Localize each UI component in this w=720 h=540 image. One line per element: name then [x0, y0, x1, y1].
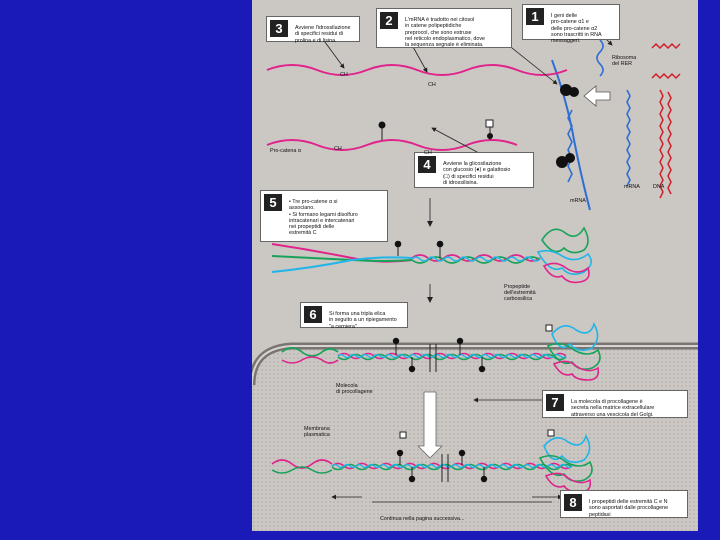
step-5-box: 5 • Tre pro-catene α si associano. • Si f…: [260, 190, 388, 242]
procollagen-molecule-extracellular: [271, 429, 593, 493]
label-dna: DNA: [653, 184, 665, 190]
glucose-marker: [378, 121, 386, 129]
step-4-text: Avviene la glicosilazione con glucosio (…: [443, 161, 511, 186]
label-ch-3: CH: [334, 146, 342, 152]
mrna-strand-right: [626, 89, 631, 187]
step-4-box: 4 Avviene la glicosilazione con glucosio …: [414, 152, 534, 188]
step-2-text: L'mRNA è tradotto nei citosol in catene …: [405, 17, 486, 49]
ribosome-icon: [556, 84, 579, 168]
dna-helix-1: [651, 42, 681, 50]
label-procollagen-molecule: Molecola di procollagene: [336, 383, 373, 396]
hollow-arrow-translation: [583, 85, 611, 107]
label-ch-2: CH: [428, 82, 436, 88]
step-7-box: 7 La molecola di procollagene è secreta n…: [542, 390, 688, 418]
rer-membrane: [551, 59, 591, 211]
label-propeptide: Propeptide dell'estremità carbossilica: [504, 284, 536, 303]
hollow-arrow-secretion: [417, 391, 443, 459]
label-continue: Continua nella pagina successiva...: [380, 516, 465, 522]
mrna-strand-top: [596, 39, 604, 77]
galactose-marker: [485, 119, 494, 128]
step-3-box: 3 Avviene l'idrossilazione di specifici r…: [266, 16, 360, 44]
step-number: 5: [264, 194, 282, 211]
step-number: 8: [564, 494, 582, 511]
label-ch-4: CH: [424, 150, 432, 156]
step-7-text: La molecola di procollagene è secreta ne…: [571, 399, 655, 418]
label-ribosome: Ribosoma del RER: [612, 55, 637, 68]
step-number: 2: [380, 12, 398, 29]
mrna-strand-ribosome: [567, 109, 573, 183]
pro-chain-pink-2: [266, 139, 518, 151]
step-5-text: • Tre pro-catene α si associano. • Si fo…: [289, 199, 358, 237]
procollagen-synthesis-diagram: [252, 29, 698, 531]
pro-chain-pink-1: [266, 64, 568, 76]
label-mrna-right: mRNA: [624, 184, 640, 190]
procollagen-molecule: [281, 321, 601, 381]
step-1-box: 1 I geni delle pro-catene α1 e delle pro-…: [522, 4, 620, 44]
step-1-text: I geni delle pro-catene α1 e delle pro-c…: [551, 13, 602, 45]
step-number: 1: [526, 8, 544, 25]
diagram-panel: 1 I geni delle pro-catene α1 e delle pro-…: [252, 0, 698, 531]
step-6-text: Si forma una tripla elica in seguito a u…: [329, 311, 397, 330]
label-plasma-membrane: Membrana plasmatica: [304, 426, 330, 439]
step-number: 4: [418, 156, 436, 173]
pro-chain-trimer: [271, 226, 592, 284]
step-number: 7: [546, 394, 564, 411]
step-number: 6: [304, 306, 322, 323]
step-number: 3: [270, 20, 288, 37]
step-2-box: 2 L'mRNA è tradotto nei citosol in catene…: [376, 8, 512, 48]
label-pro-chain: Pro-catena α: [270, 148, 301, 154]
step-8-text: I propeptidi delle estremità C e N sono …: [589, 499, 669, 518]
step-6-box: 6 Si forma una tripla elica in seguito a …: [300, 302, 408, 330]
label-mrna-bottom: mRNA: [570, 198, 586, 204]
step-8-box: 8 I propeptidi delle estremità C e N sono…: [560, 490, 688, 518]
step-3-text: Avviene l'idrossilazione di specifici re…: [295, 25, 351, 44]
label-ch-1: CH: [340, 72, 348, 78]
